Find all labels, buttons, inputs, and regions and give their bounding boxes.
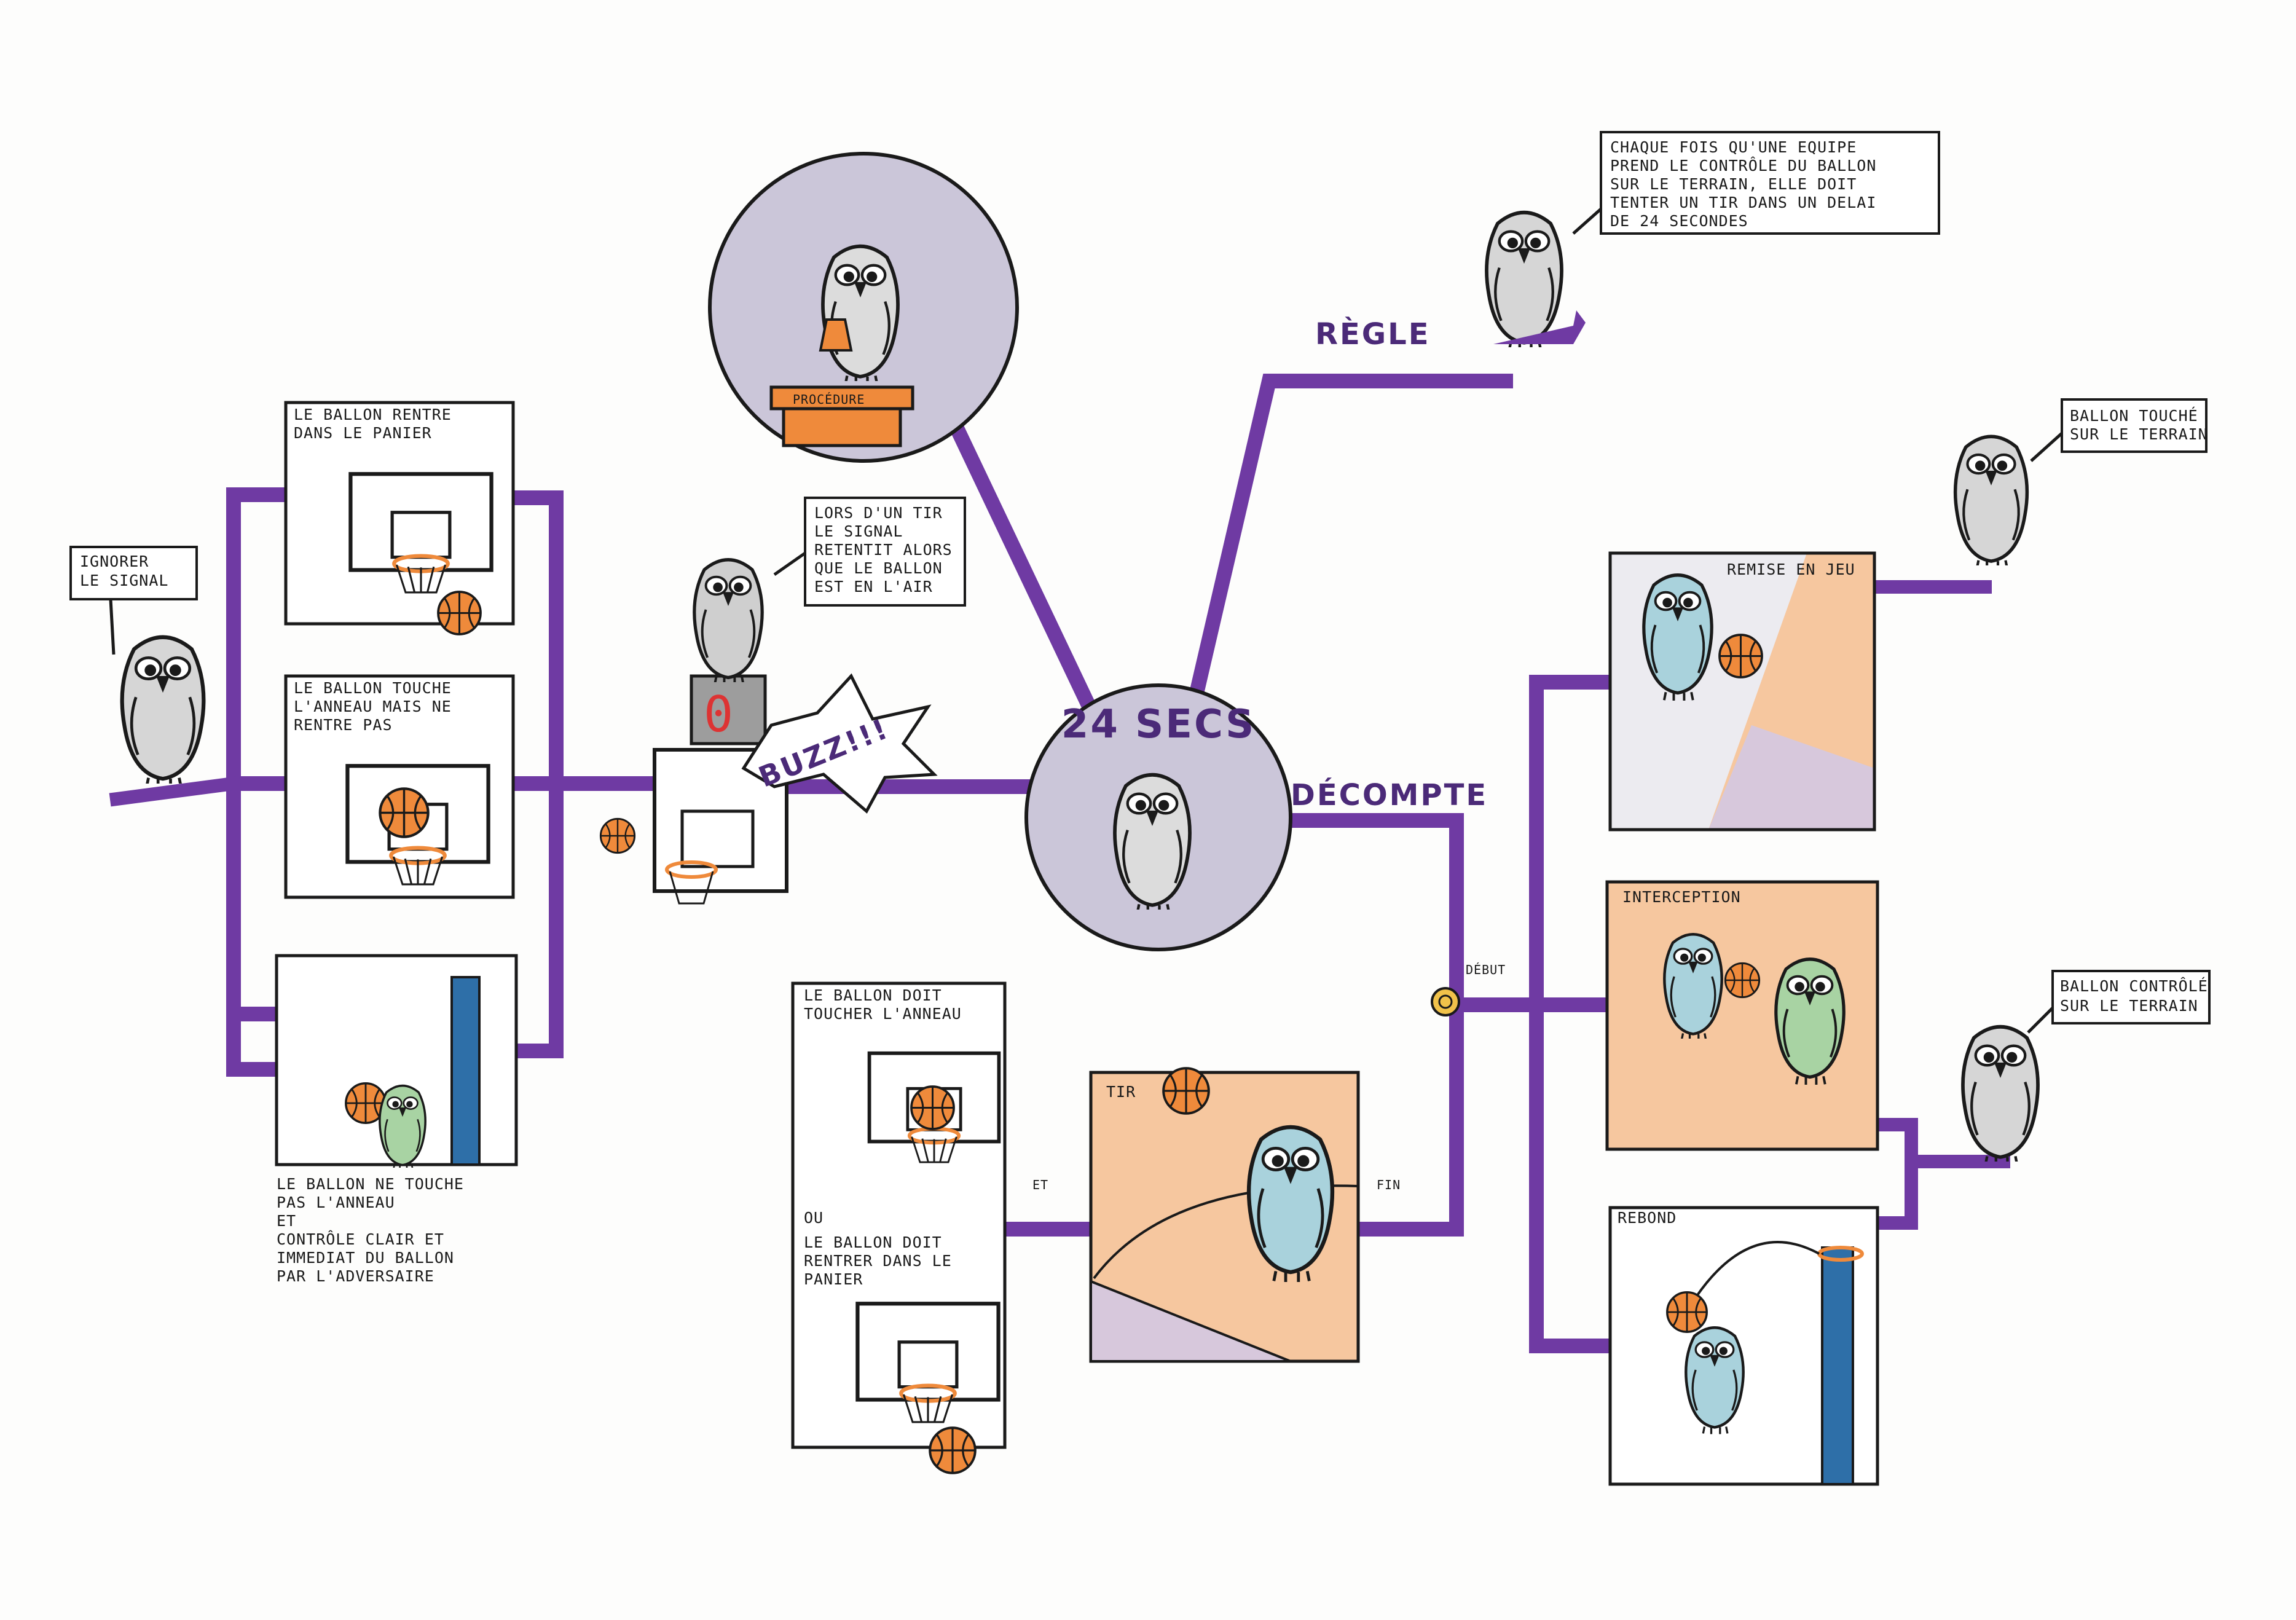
panel-touches-ring: LE BALLON TOUCHE L'ANNEAU MAIS NE RENTRE… <box>284 674 515 899</box>
podium-label: PROCÉDURE <box>793 392 865 407</box>
must-enter-line-3: PANIER <box>804 1270 863 1288</box>
must-touch-line-2: TOUCHER L'ANNEAU <box>804 1005 962 1023</box>
panel-remise: REMISE EN JEU <box>1608 551 1876 832</box>
panel-no-touch: LE BALLON NE TOUCHE PAS L'ANNEAU ET CONT… <box>275 954 518 1285</box>
hoop-pole <box>450 976 481 1166</box>
bubble-signal: LORS D'UN TIR LE SIGNAL RETENTIT ALORS Q… <box>773 497 966 607</box>
ignore-owl-icon <box>122 637 204 788</box>
rule-line-1: CHAQUE FOIS QU'UNE EQUIPE <box>1610 138 1857 156</box>
ignore-line-1: IGNORER <box>80 552 149 570</box>
hub-title: 24 SECS <box>1061 702 1256 747</box>
procedure-circle: PROCÉDURE <box>708 152 1019 463</box>
signal-owl-icon <box>694 560 762 686</box>
no-touch-line-4: CONTRÔLE CLAIR ET <box>277 1230 444 1248</box>
buzz-burst <box>741 673 938 814</box>
tir-label: TIR <box>1106 1083 1136 1101</box>
rule-line-2: PREND LE CONTRÔLE DU BALLON <box>1610 156 1876 175</box>
connectors <box>109 374 2010 1353</box>
basketball-icon <box>1666 1291 1708 1333</box>
touches-line-2: L'ANNEAU MAIS NE <box>294 698 452 715</box>
basketball-icon <box>910 1085 955 1130</box>
panel-tir: TIR <box>1089 1067 1360 1363</box>
controlled-line-2: SUR LE TERRAIN <box>2060 997 2198 1015</box>
hoop-pole <box>1821 1246 1854 1485</box>
basketball-icon <box>380 788 428 836</box>
signal-line-4: QUE LE BALLON <box>814 559 943 577</box>
branch-label-debut: DÉBUT <box>1466 962 1506 977</box>
rule-line-3: SUR LE TERRAIN, ELLE DOIT <box>1610 175 1857 193</box>
branch-label-regle: RÈGLE <box>1315 317 1431 352</box>
gavel-icon <box>819 318 853 352</box>
no-touch-line-5: IMMEDIAT DU BALLON <box>277 1249 454 1267</box>
bubble-controlled: BALLON CONTRÔLÉ SUR LE TERRAIN <box>2027 970 2211 1034</box>
basketball-icon <box>599 817 636 854</box>
no-touch-line-6: PAR L'ADVERSAIRE <box>277 1267 434 1285</box>
basketball-icon <box>1724 962 1761 999</box>
shot-clock-digit: 0 <box>704 686 733 743</box>
no-touch-line-1: LE BALLON NE TOUCHE <box>277 1175 464 1193</box>
panel-interception: INTERCEPTION <box>1605 880 1879 1151</box>
basketball-icon <box>1718 634 1763 678</box>
must-enter-line-2: RENTRER DANS LE <box>804 1252 952 1270</box>
signal-line-3: RETENTIT ALORS <box>814 541 953 559</box>
bubble-touched: BALLON TOUCHÉ SUR LE TERRAIN <box>2030 398 2208 462</box>
touches-line-1: LE BALLON TOUCHE <box>294 679 452 697</box>
no-touch-line-2: PAS L'ANNEAU <box>277 1193 395 1211</box>
touches-line-3: RENTRE PAS <box>294 716 393 734</box>
controlled-owl-icon <box>1963 1027 2038 1166</box>
no-touch-line-3: ET <box>277 1212 296 1230</box>
podium-top <box>769 385 914 411</box>
rule-line-5: DE 24 SECONDES <box>1610 212 1748 230</box>
remise-label: REMISE EN JEU <box>1727 560 1855 578</box>
rule-owl-icon <box>1487 213 1562 352</box>
signal-line-1: LORS D'UN TIR <box>814 504 943 522</box>
panel-enters-basket: LE BALLON RENTRE DANS LE PANIER <box>284 401 515 635</box>
clock-icon <box>1438 994 1453 1009</box>
must-enter-line-1: LE BALLON DOIT <box>804 1233 942 1251</box>
branch-label-et: ET <box>1032 1178 1048 1192</box>
backboard-group: 0 BUZZ!!! <box>599 560 938 905</box>
signal-line-2: LE SIGNAL <box>814 522 903 540</box>
enters-line-2: DANS LE PANIER <box>294 424 432 442</box>
basketball-icon <box>437 591 482 635</box>
touched-line-1: BALLON TOUCHÉ <box>2070 407 2198 425</box>
hoop-ring <box>665 860 718 879</box>
rule-line-4: TENTER UN TIR DANS UN DELAI <box>1610 194 1876 211</box>
debut-marker: DÉBUT <box>1431 962 1506 1016</box>
branch-label-fin: FIN <box>1377 1178 1401 1192</box>
hub-circle: 24 SECS <box>1024 683 1292 951</box>
panel-must-touch: LE BALLON DOIT TOUCHER L'ANNEAU OU LE BA… <box>791 981 1007 1474</box>
touched-owl-icon <box>1956 436 2027 570</box>
enters-line-1: LE BALLON RENTRE <box>294 406 452 423</box>
rule-perch <box>1493 310 1586 344</box>
basketball-icon <box>929 1426 977 1474</box>
rebond-label: REBOND <box>1618 1209 1677 1227</box>
signal-line-5: EST EN L'AIR <box>814 578 933 596</box>
ignore-line-2: LE SIGNAL <box>80 572 168 589</box>
touched-line-2: SUR LE TERRAIN <box>2070 425 2208 443</box>
bubble-rule: CHAQUE FOIS QU'UNE EQUIPE PREND LE CONTR… <box>1572 131 1940 235</box>
must-touch-line-1: LE BALLON DOIT <box>804 986 942 1004</box>
panel-rebond: REBOND <box>1608 1206 1879 1486</box>
controlled-line-1: BALLON CONTRÔLÉ <box>2060 977 2208 995</box>
basketball-icon <box>1162 1067 1210 1115</box>
interception-label: INTERCEPTION <box>1622 888 1741 906</box>
podium-body <box>782 407 902 447</box>
bubble-ignore: IGNORER LE SIGNAL <box>69 546 198 655</box>
ou-label: OU <box>804 1209 824 1227</box>
branch-label-decompte: DÉCOMPTE <box>1291 777 1488 812</box>
